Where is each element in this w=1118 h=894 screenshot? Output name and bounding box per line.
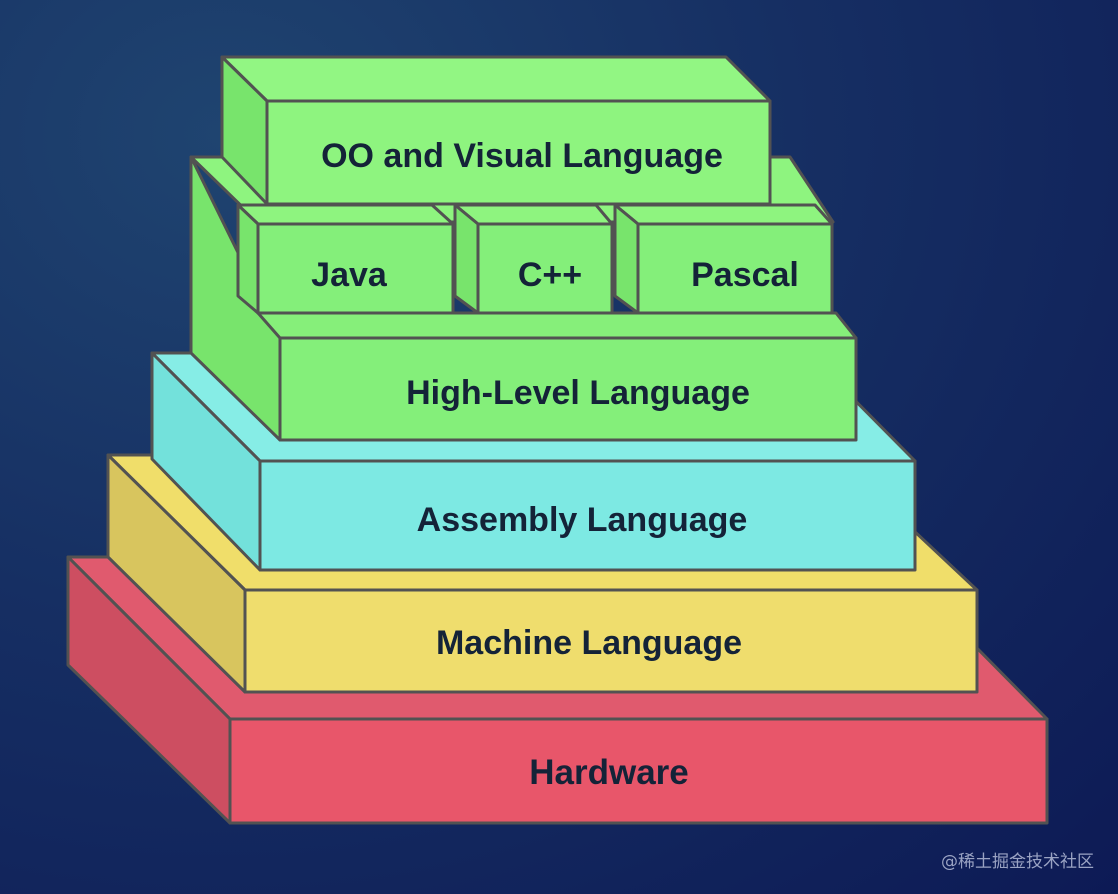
cpp-side (453, 203, 480, 315)
hardware-front (228, 717, 1049, 825)
java-label: Java (311, 256, 388, 294)
cpp-label: C++ (518, 256, 582, 294)
pascal-top (613, 203, 834, 226)
assembly-front (258, 459, 917, 572)
oo-visual-label: OO and Visual Language (321, 137, 723, 175)
assembly-label: Assembly Language (417, 501, 748, 539)
high-level-label: High-Level Language (406, 374, 750, 412)
java-top (236, 203, 455, 226)
layer-oo-visual (220, 55, 772, 206)
oo-visual-top (220, 55, 772, 103)
pascal-side (613, 203, 640, 315)
hardware-label: Hardware (529, 753, 689, 792)
high-level-ledge (256, 311, 858, 340)
oo-visual-front (265, 99, 772, 206)
java-front (256, 222, 455, 315)
pascal-label: Pascal (691, 256, 799, 294)
machine-label: Machine Language (436, 624, 742, 662)
pascal-front (636, 222, 834, 315)
high-level-front (278, 336, 858, 442)
java-side (236, 203, 260, 315)
cpp-front (476, 222, 614, 315)
watermark: @稀土掘金技术社区 (941, 852, 1094, 872)
machine-front (243, 588, 979, 694)
cpp-top (453, 203, 614, 226)
